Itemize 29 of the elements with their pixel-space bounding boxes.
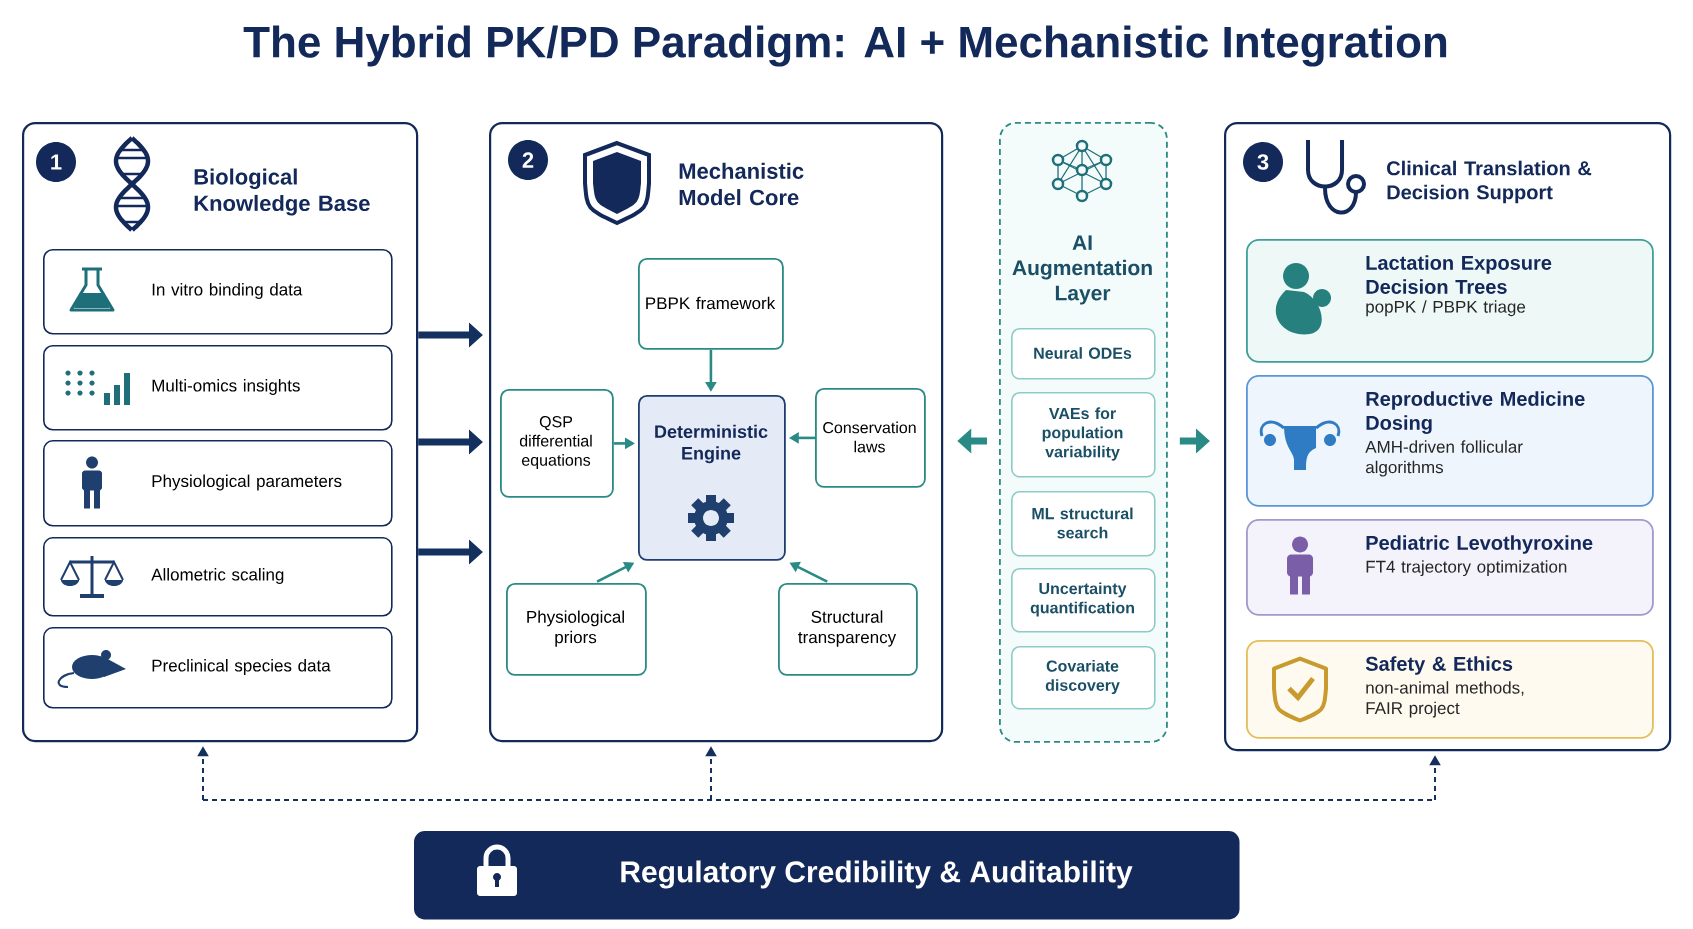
application-card: Safety & Ethics non-animal methods, FAIR project [1246,640,1654,739]
number-badge: 3 [1243,142,1283,182]
input-box: Allometric scaling [43,537,393,617]
method-box: VAEs for population variability [1011,392,1156,478]
method-box: Neural ODEs [1011,328,1156,380]
model-box: PBPK framework [638,258,784,350]
banner: Regulatory Credibility & Auditability [414,831,1240,920]
input-box: Preclinical species data [43,627,393,709]
title: The Hybrid PK/PD Paradigm: AI + Mechanistic Integration [243,25,1447,67]
application-card: Pediatric Levothyroxine FT4 trajectory optimization [1246,519,1654,616]
model-box: Physiological priors [506,583,647,676]
method-box: Uncertainty quantification [1011,568,1156,633]
method-box: ML structural search [1011,491,1156,557]
number-badge: 1 [36,142,76,182]
input-box: In vitro binding data [43,249,393,335]
panel-heading: Mechanistic Model Core [679,162,804,206]
input-box: Multi-omics insights [43,345,393,431]
panel-heading: Biological Knowledge Base [194,168,370,216]
model-box: Conservation laws [815,388,926,488]
panel-heading: AI Augmentation Layer [1012,235,1152,305]
panel-heading: Clinical Translation & Decision Support [1387,160,1592,204]
model-box: Structural transparency [778,583,918,676]
model-box: QSP differential equations [500,389,614,498]
number-badge: 2 [508,140,548,180]
engine-box: Deterministic Engine [638,395,786,561]
input-box: Physiological parameters [43,440,393,527]
application-card: Lactation Exposure Decision Trees popPK / PBPK triage [1246,239,1654,363]
method-box: Covariate discovery [1011,646,1156,710]
application-card: Reproductive Medicine Dosing AMH-driven follicular algorithms [1246,375,1654,507]
